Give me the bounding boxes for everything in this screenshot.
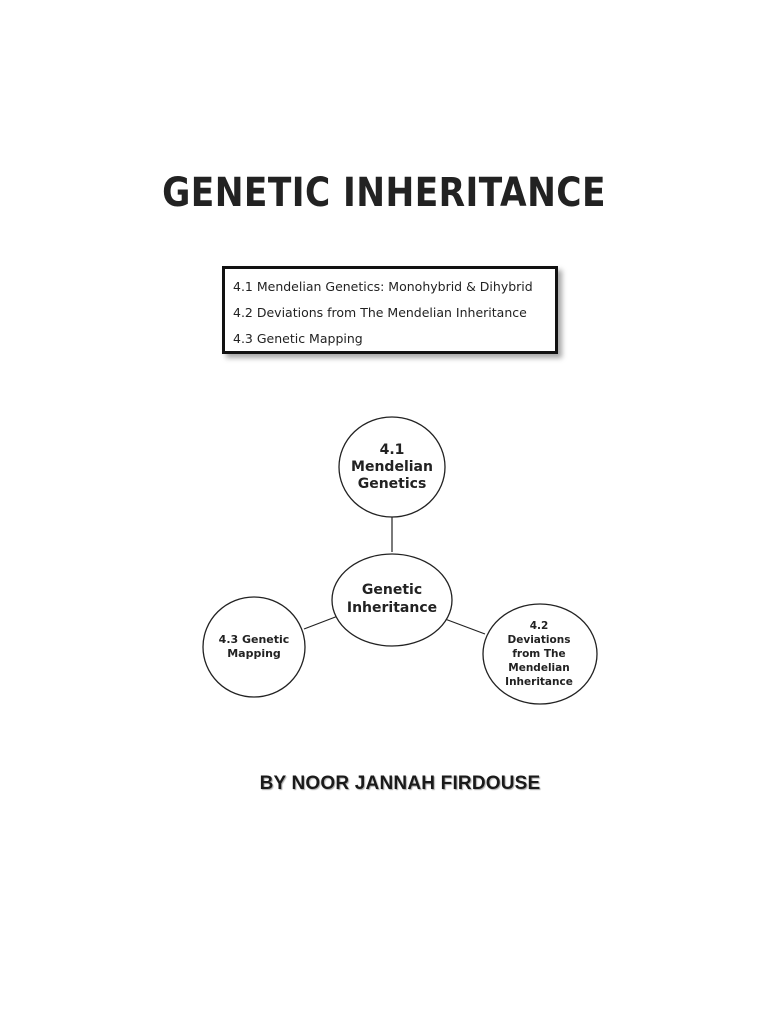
author-byline: BY NOOR JANNAH FIRDOUSE	[259, 773, 541, 794]
node-label-line: Genetic	[362, 582, 422, 598]
node-label-line: Mendelian	[508, 662, 569, 674]
table-of-contents: 4.1 Mendelian Genetics: Monohybrid & Dih…	[222, 266, 558, 354]
node-label-line: Genetics	[358, 476, 427, 492]
node-label-line: 4.3 Genetic	[219, 633, 290, 646]
node-genetic-inheritance: Genetic Inheritance	[331, 553, 453, 647]
contents-list: 4.1 Mendelian Genetics: Monohybrid & Dih…	[225, 269, 555, 352]
contents-item-4-2: 4.2 Deviations from The Mendelian Inheri…	[233, 305, 527, 320]
contents-item-4-3: 4.3 Genetic Mapping	[233, 331, 363, 346]
node-label-line: Mendelian	[351, 459, 433, 475]
node-label-line: Mapping	[227, 647, 281, 660]
node-outline	[331, 553, 453, 647]
node-label-line: from The	[512, 648, 565, 660]
node-label-line: Inheritance	[347, 600, 437, 616]
node-label-line: Inheritance	[505, 676, 573, 688]
node-label-line: 4.2	[530, 620, 549, 632]
node-deviations: 4.2 Deviations from The Mendelian Inheri…	[482, 603, 598, 705]
node-outline	[482, 603, 598, 705]
node-outline	[202, 596, 306, 698]
node-label-line: Deviations	[508, 634, 571, 646]
node-label-line: 4.1	[380, 442, 405, 458]
connector-right	[444, 618, 486, 635]
node-mendelian-genetics: 4.1 Mendelian Genetics	[338, 416, 446, 518]
node-outline	[338, 416, 446, 518]
connector-left	[303, 615, 339, 630]
node-genetic-mapping: 4.3 Genetic Mapping	[202, 596, 306, 698]
page-title: GENETIC INHERITANCE	[162, 170, 606, 216]
contents-item-4-1: 4.1 Mendelian Genetics: Monohybrid & Dih…	[233, 279, 533, 294]
